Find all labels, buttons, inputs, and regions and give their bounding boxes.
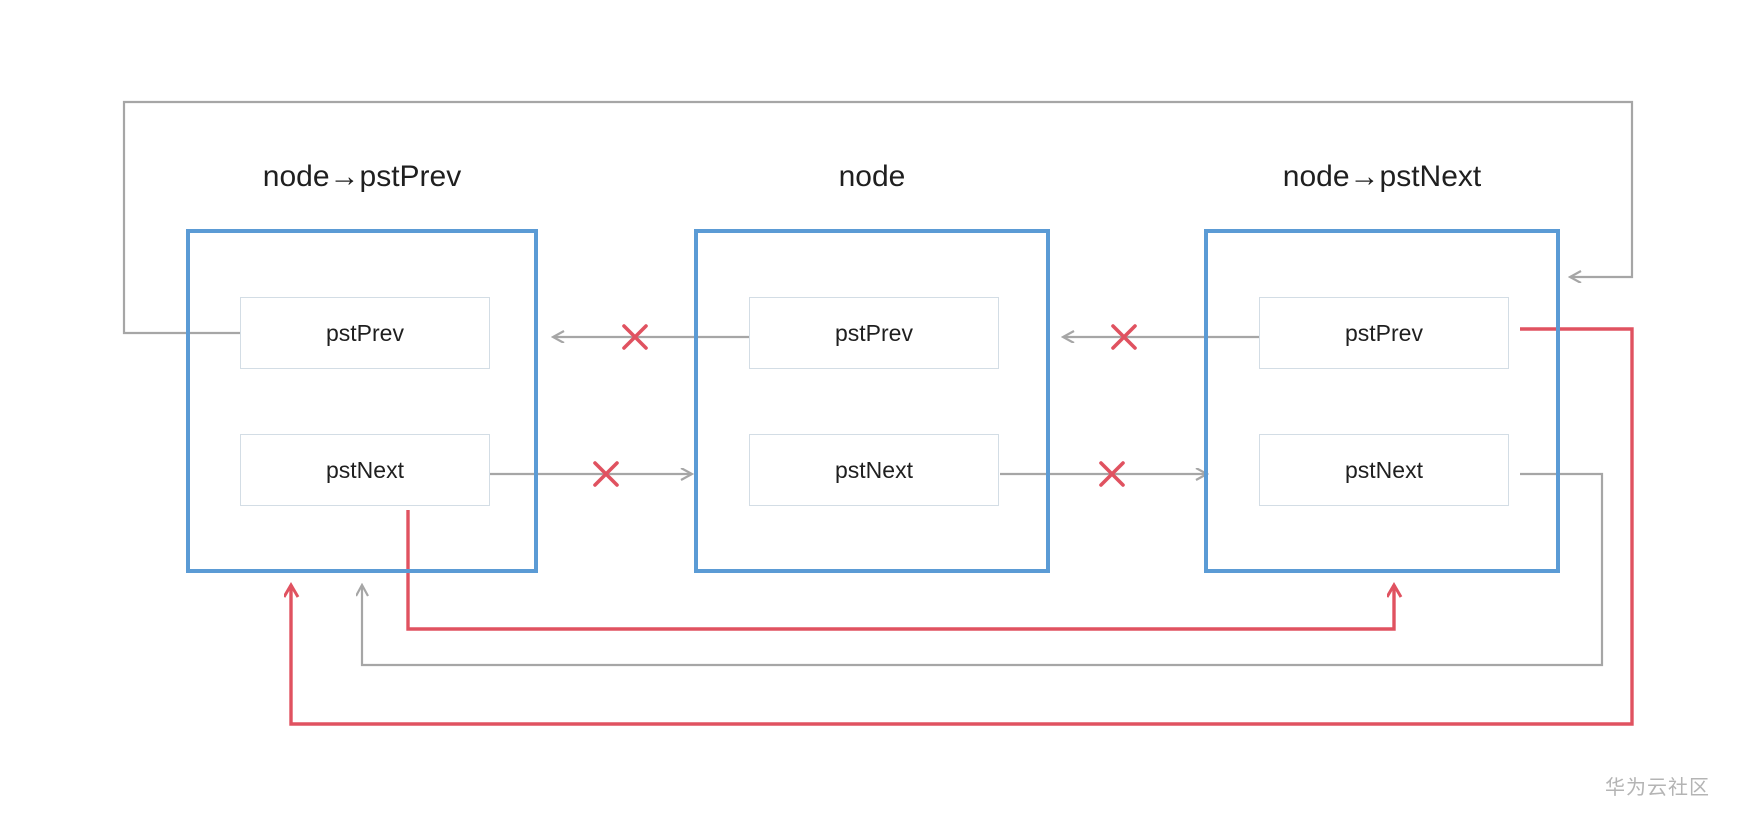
watermark: 华为云社区 (1605, 775, 1710, 799)
field-cur-pstnext[interactable]: pstNext (749, 434, 999, 506)
node-box-cur (694, 229, 1050, 573)
new-link-next-pstprev-to-prev (291, 327, 1634, 726)
field-next-pstprev[interactable]: pstPrev (1259, 297, 1509, 369)
cut-marker-next-pstprev (1111, 324, 1137, 350)
field-prev-pstnext[interactable]: pstNext (240, 434, 490, 506)
link-next-pstnext-return (362, 472, 1604, 667)
node-box-prev (186, 229, 538, 573)
field-next-pstnext[interactable]: pstNext (1259, 434, 1509, 506)
node-title-cur: node (838, 160, 906, 193)
cut-marker-cur-pstnext (1099, 461, 1125, 487)
field-prev-pstprev[interactable]: pstPrev (240, 297, 490, 369)
node-title-prev: node→pstPrev (262, 160, 462, 193)
cut-marker-prev-pstnext (593, 461, 619, 487)
field-cur-pstprev[interactable]: pstPrev (749, 297, 999, 369)
node-box-next (1204, 229, 1560, 573)
link-prev-pstprev-outer-frame (122, 100, 1634, 335)
cut-marker-cur-pstprev (622, 324, 648, 350)
node-title-next: node→pstNext (1282, 160, 1482, 193)
